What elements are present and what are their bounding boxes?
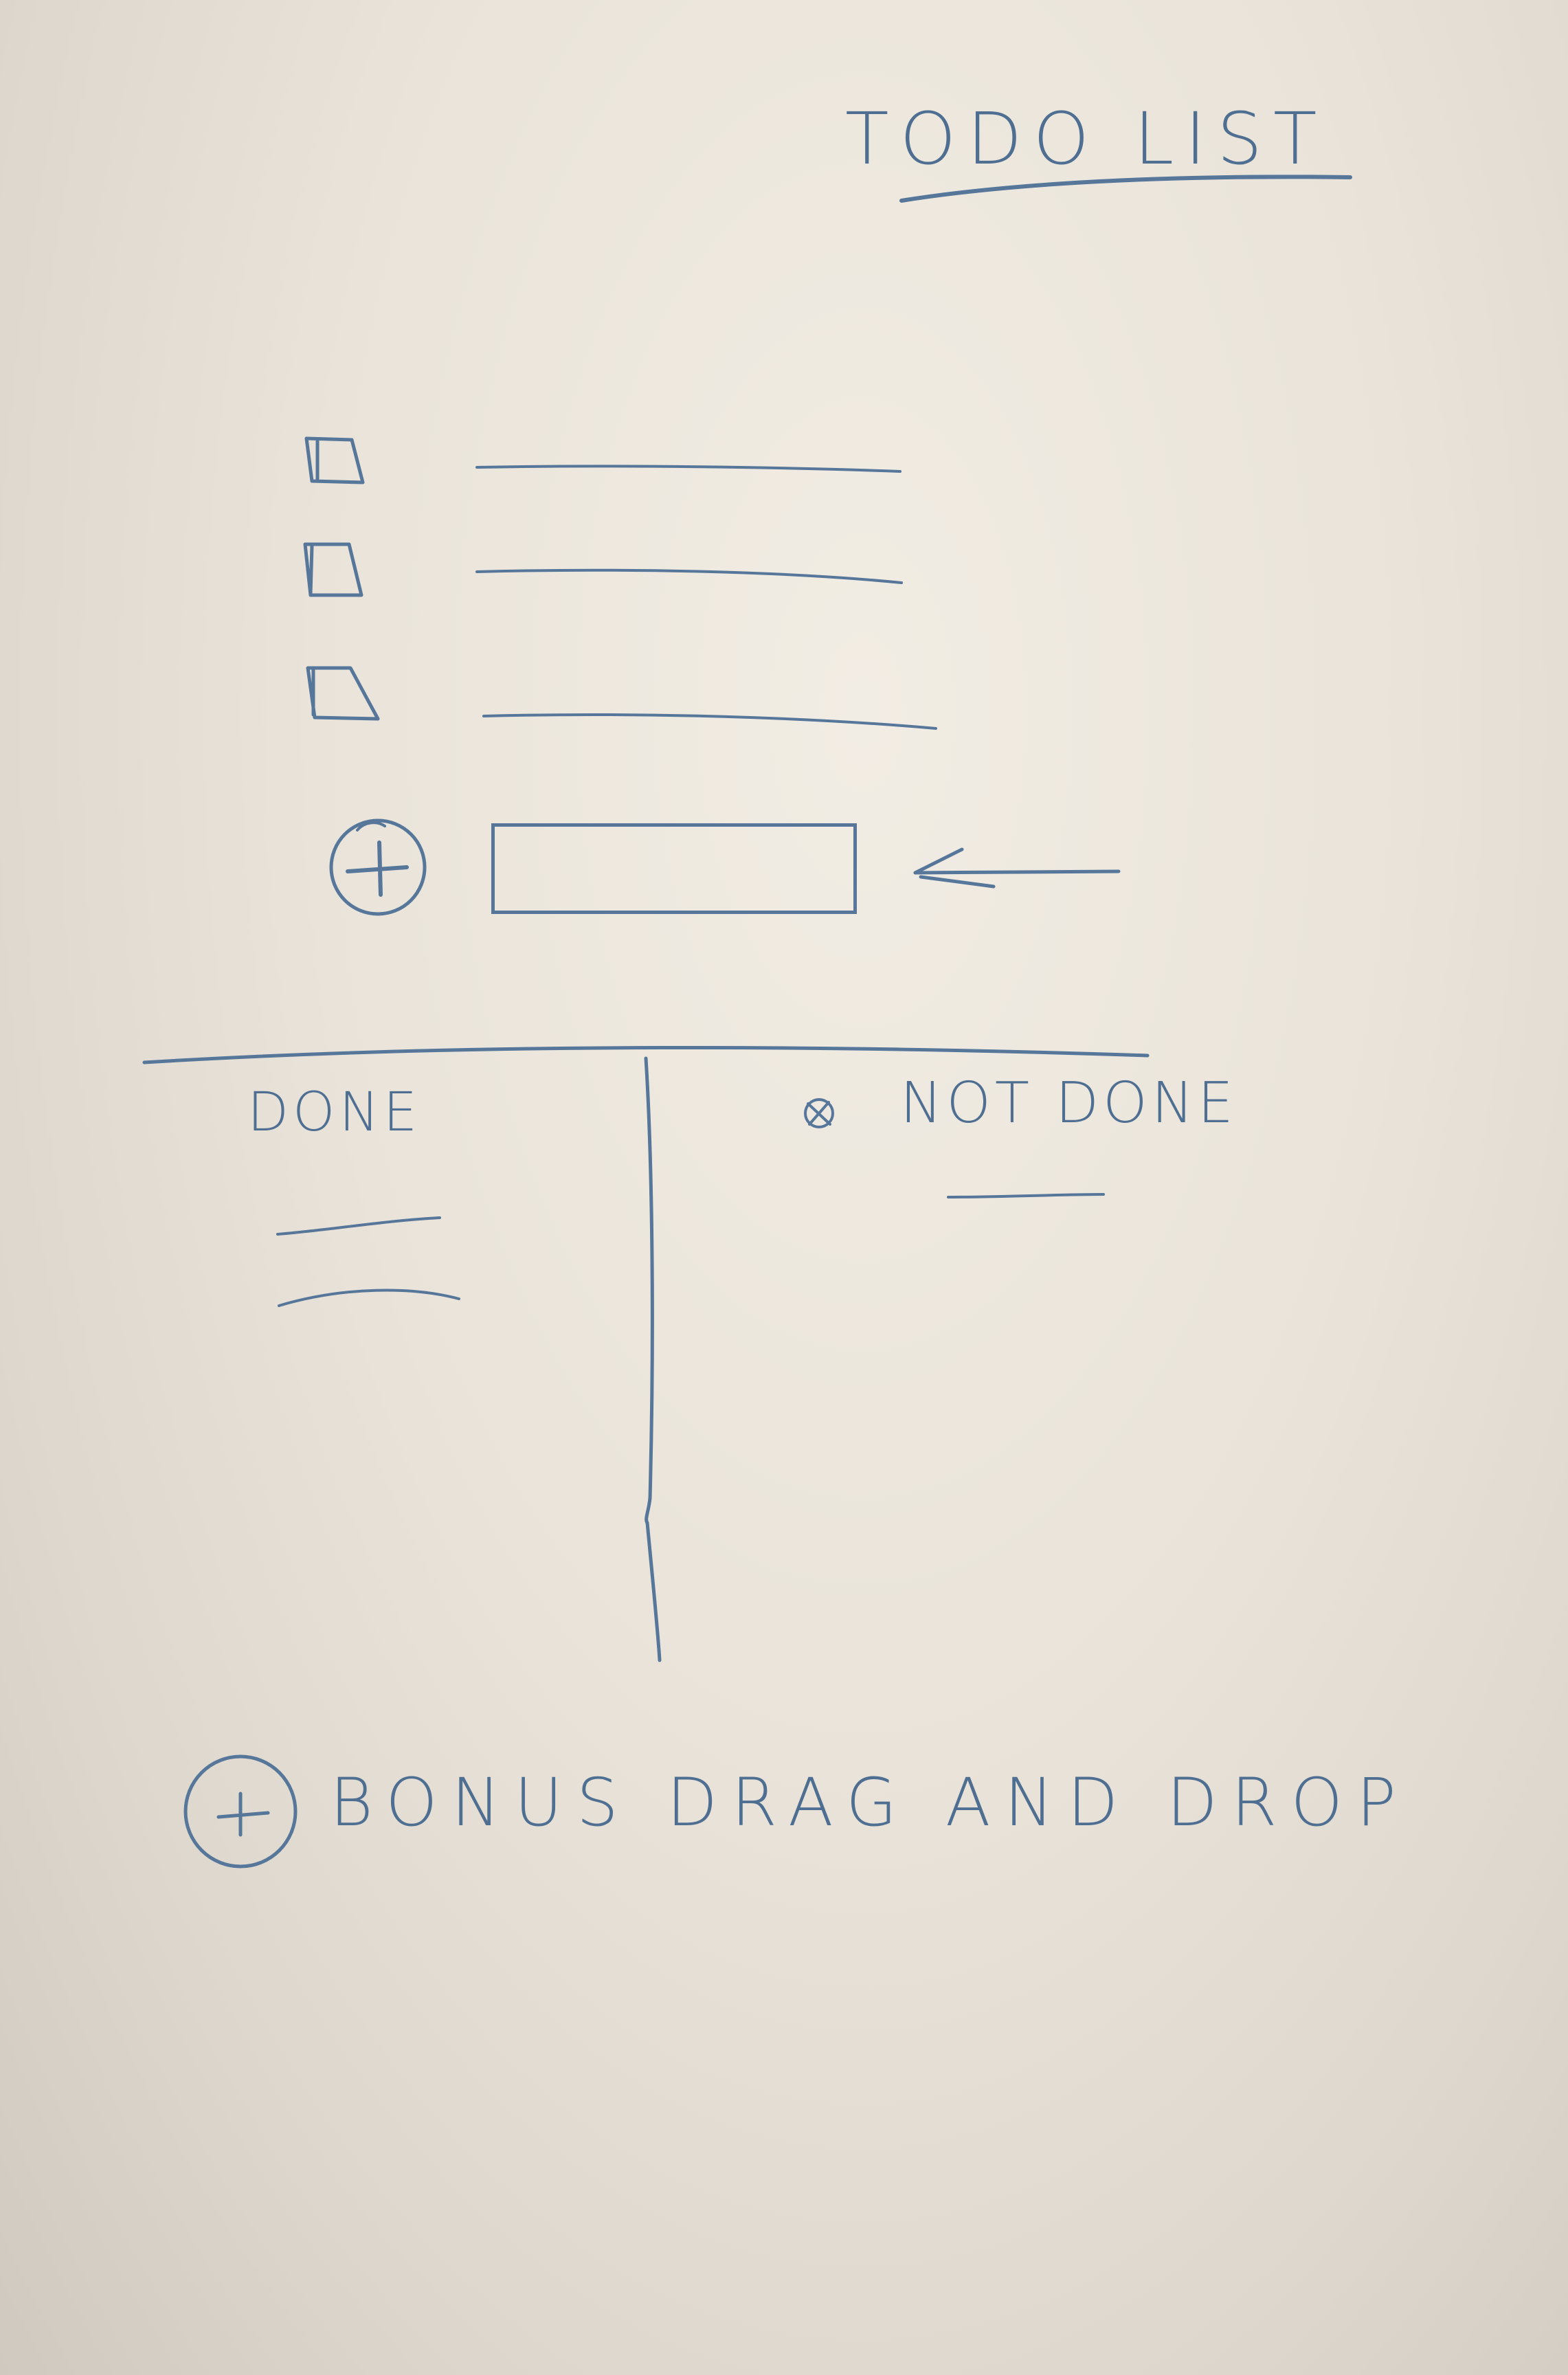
todo-item-line bbox=[475, 465, 901, 473]
title-underline bbox=[899, 175, 1352, 203]
todo-item bbox=[306, 666, 937, 730]
section-divider bbox=[142, 1045, 1150, 1064]
page-title: TODO LIST bbox=[845, 97, 1328, 181]
done-column-title: DONE bbox=[247, 1082, 422, 1144]
todo-item-line bbox=[475, 568, 903, 584]
todo-checkbox-1[interactable] bbox=[302, 433, 371, 488]
plus-circle-icon bbox=[183, 1754, 298, 1869]
checkbox-icon bbox=[804, 1098, 834, 1128]
todo-item-line bbox=[482, 713, 937, 730]
not-done-column-title: NOT DONE bbox=[900, 1071, 1237, 1136]
todo-item bbox=[303, 542, 903, 597]
todo-checkbox-3[interactable] bbox=[302, 662, 385, 724]
checkbox-icon[interactable] bbox=[304, 436, 365, 484]
new-task-input[interactable] bbox=[491, 823, 857, 914]
add-task-button[interactable] bbox=[328, 818, 427, 917]
plus-circle-icon[interactable] bbox=[329, 818, 427, 916]
bonus-note: BONUS DRAG AND DROP bbox=[330, 1764, 1410, 1841]
done-item-line bbox=[276, 1216, 441, 1236]
checkbox-icon[interactable] bbox=[306, 666, 380, 721]
todo-item bbox=[304, 436, 901, 484]
arrow-left-icon bbox=[913, 847, 1121, 889]
column-divider bbox=[644, 1056, 662, 1662]
todo-checkbox-2[interactable] bbox=[302, 539, 371, 601]
checkbox-icon[interactable] bbox=[303, 542, 363, 597]
done-item-line bbox=[278, 1289, 460, 1307]
not-done-item-line bbox=[947, 1193, 1105, 1198]
